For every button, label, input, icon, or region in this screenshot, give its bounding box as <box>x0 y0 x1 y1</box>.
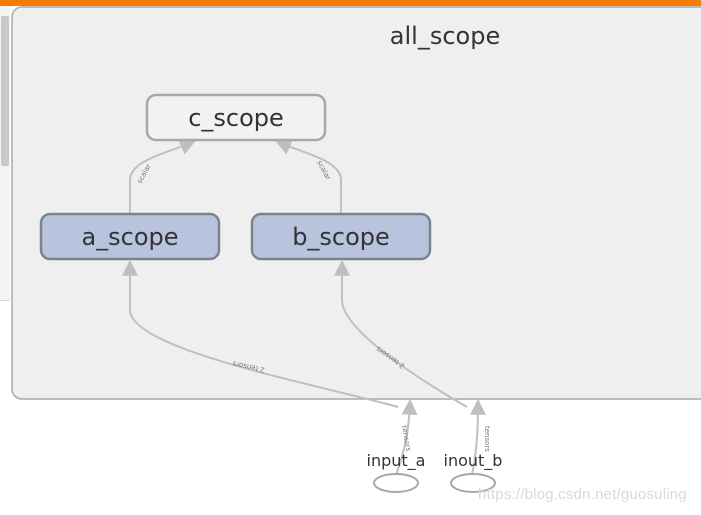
node-inout-b-ellipse[interactable] <box>450 473 496 493</box>
node-inout-b[interactable]: inout_b <box>444 451 503 493</box>
all-scope-label: all_scope <box>390 22 500 50</box>
node-c-scope-label: c_scope <box>188 104 284 132</box>
edge-inout-b-out[interactable] <box>469 398 486 476</box>
node-input-a-ellipse[interactable] <box>373 473 419 493</box>
left-scrollbar-thumb[interactable] <box>1 16 9 166</box>
node-b-scope[interactable]: b_scope <box>250 212 432 261</box>
edge-inout-b-to-b[interactable] <box>334 259 468 408</box>
node-c-scope[interactable]: c_scope <box>145 93 327 142</box>
watermark-url: https://blog.csdn.net/guosuling <box>478 486 687 503</box>
edge-a-to-c[interactable] <box>129 139 196 214</box>
node-inout-b-label: inout_b <box>444 451 503 471</box>
all-scope-group[interactable] <box>11 6 701 400</box>
left-scrollbar[interactable] <box>0 6 10 301</box>
edge-label-inout-b-out: tensors <box>483 426 491 452</box>
edge-input-a-to-a[interactable] <box>122 259 399 408</box>
node-input-a[interactable]: input_a <box>367 451 426 493</box>
node-b-scope-label: b_scope <box>292 223 390 251</box>
node-a-scope[interactable]: a_scope <box>39 212 221 261</box>
edge-input-a-out[interactable] <box>395 398 418 476</box>
edge-b-to-c[interactable] <box>275 140 342 214</box>
node-a-scope-label: a_scope <box>81 223 178 251</box>
left-divider <box>0 300 10 301</box>
edge-label-input-a-out: tensors <box>400 425 412 452</box>
top-accent-bar <box>0 0 701 6</box>
node-input-a-label: input_a <box>367 451 426 471</box>
